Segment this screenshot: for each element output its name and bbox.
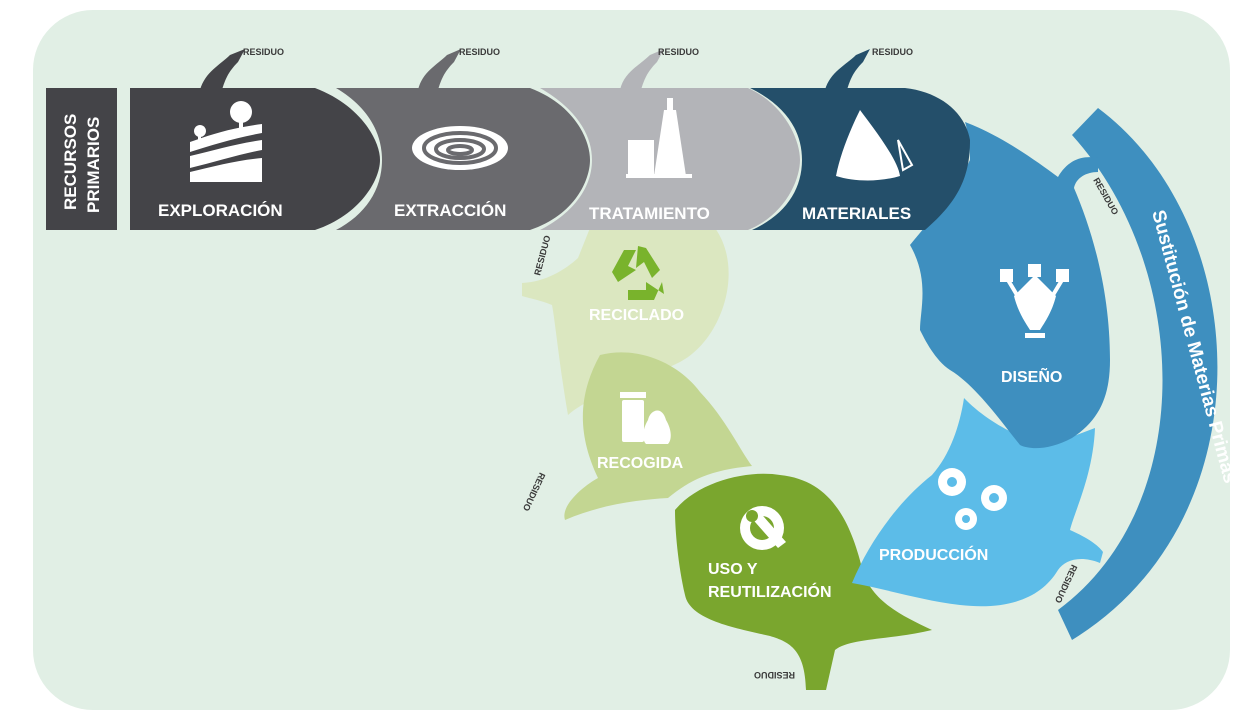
residue-label-tratamiento: RESIDUO <box>658 47 699 57</box>
open-pit-mine-icon <box>412 126 508 170</box>
residue-tail-tratamiento <box>620 49 664 90</box>
residue-label-exploracion: RESIDUO <box>243 47 284 57</box>
stage-uso <box>675 473 932 690</box>
stage-label-uso-line2: REUTILIZACIÓN <box>708 582 832 601</box>
pen-tool-icon <box>1000 264 1069 338</box>
stage-label-extraccion: EXTRACCIÓN <box>394 201 506 220</box>
stage-produccion <box>852 398 1103 607</box>
refinery-tower-icon <box>626 98 692 178</box>
stage-label-exploracion: EXPLORACIÓN <box>158 201 283 220</box>
material-pile-icon <box>836 110 914 181</box>
side-label-line1: RECURSOS <box>61 114 80 210</box>
bin-and-bag-icon <box>620 392 671 444</box>
recycle-icon <box>612 246 664 300</box>
gears-icon <box>938 468 1007 530</box>
side-label-line2: PRIMARIOS <box>84 117 103 213</box>
stage-label-recogida: RECOGIDA <box>597 455 684 472</box>
stage-label-diseno: DISEÑO <box>1001 366 1062 386</box>
stage-label-reciclado: RECICLADO <box>589 307 684 324</box>
residue-tail-extraccion <box>418 49 461 90</box>
stage-reciclado <box>522 228 729 415</box>
residue-tail-exploracion <box>200 49 245 90</box>
stage-label-produccion: PRODUCCIÓN <box>879 545 988 564</box>
side-label-box <box>46 88 117 230</box>
landscape-layers-icon <box>190 101 262 182</box>
stage-label-materiales: MATERIALES <box>802 204 911 223</box>
wrench-gear-icon <box>740 506 786 550</box>
residue-label-materiales: RESIDUO <box>872 47 913 57</box>
substitution-arc <box>1058 108 1218 640</box>
residue-label-uso: RESIDUO <box>754 670 795 680</box>
stage-label-tratamiento: TRATAMIENTO <box>589 204 710 223</box>
stage-label-uso-line1: USO Y <box>708 561 758 578</box>
residue-tail-materiales <box>825 49 870 90</box>
residue-label-extraccion: RESIDUO <box>459 47 500 57</box>
